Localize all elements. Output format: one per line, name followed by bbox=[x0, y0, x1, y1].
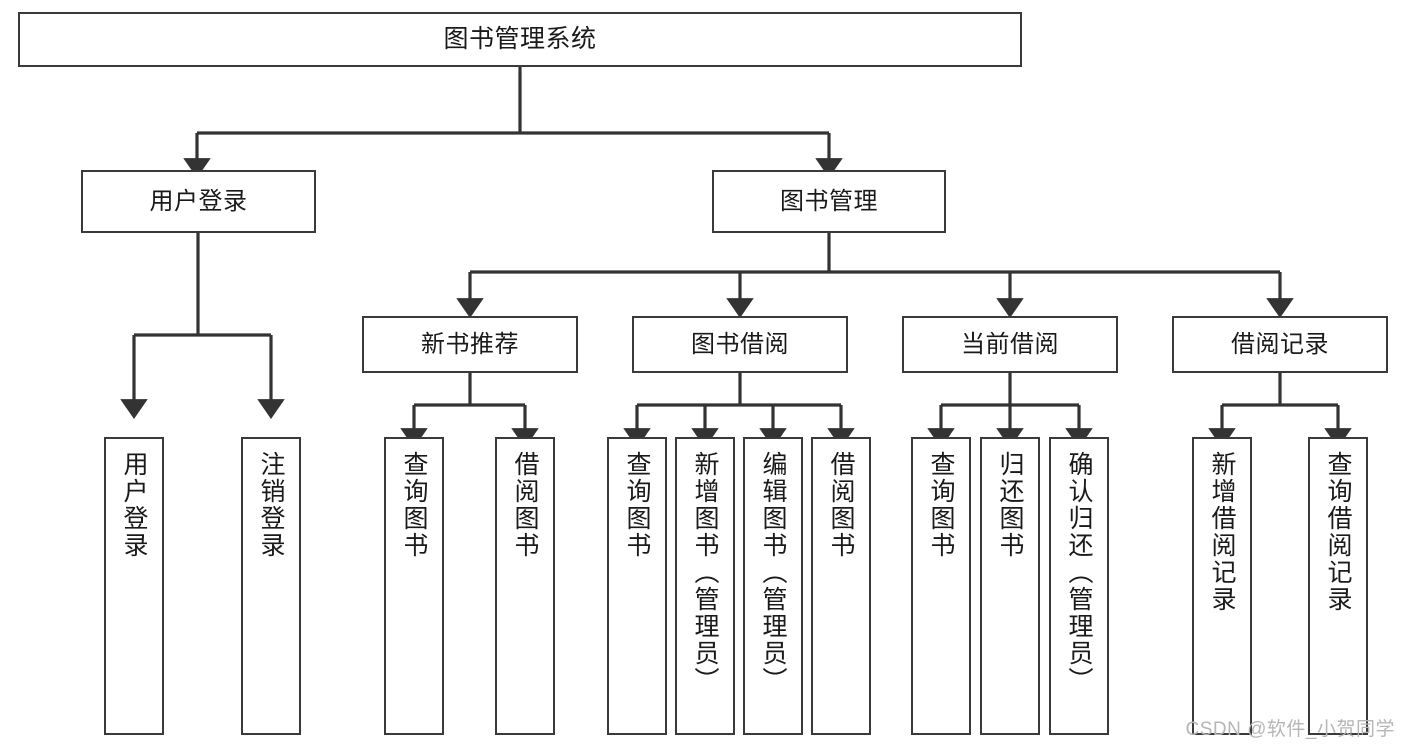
leaf-add-book-admin[interactable]: 新增图书（管理员） bbox=[675, 437, 735, 735]
leaf-add-borrow-record[interactable]: 新增借阅记录 bbox=[1192, 437, 1252, 735]
node-borrow-record[interactable]: 借阅记录 bbox=[1172, 316, 1388, 373]
leaf-query-book-current[interactable]: 查询图书 bbox=[911, 437, 971, 735]
node-label: 查询图书 bbox=[400, 451, 428, 559]
node-label: 图书管理 bbox=[780, 187, 878, 215]
leaf-logout[interactable]: 注销登录 bbox=[241, 437, 301, 735]
connector-borrow-record-to-leaves bbox=[1208, 373, 1352, 448]
node-label: 图书管理系统 bbox=[443, 25, 597, 54]
connector-root-to-level2 bbox=[183, 67, 843, 178]
watermark: CSDN @软件_小贺同学 bbox=[1185, 719, 1395, 740]
node-root-system[interactable]: 图书管理系统 bbox=[18, 12, 1022, 67]
leaf-return-book[interactable]: 归还图书 bbox=[980, 437, 1040, 735]
node-new-book-recommend[interactable]: 新书推荐 bbox=[362, 316, 578, 373]
node-label: 新书推荐 bbox=[421, 330, 519, 358]
node-label: 新增图书（管理员） bbox=[691, 451, 719, 694]
connector-new-book-to-leaves bbox=[400, 373, 539, 448]
leaf-query-book-borrow[interactable]: 查询图书 bbox=[607, 437, 667, 735]
node-label: 查询借阅记录 bbox=[1324, 451, 1352, 613]
node-label: 注销登录 bbox=[257, 451, 285, 559]
node-label: 借阅记录 bbox=[1231, 330, 1329, 358]
node-label: 用户登录 bbox=[149, 187, 248, 215]
connector-book-mgmt-to-level3 bbox=[456, 233, 1294, 318]
leaf-confirm-return-admin[interactable]: 确认归还（管理员） bbox=[1049, 437, 1109, 735]
connector-user-login-to-leaves bbox=[120, 233, 285, 419]
leaf-borrow-book[interactable]: 借阅图书 bbox=[811, 437, 871, 735]
node-label: 查询图书 bbox=[623, 451, 651, 559]
node-label: 借阅图书 bbox=[511, 451, 539, 559]
node-label: 编辑图书（管理员） bbox=[759, 451, 787, 694]
node-label: 当前借阅 bbox=[961, 330, 1059, 358]
leaf-query-borrow-record[interactable]: 查询借阅记录 bbox=[1308, 437, 1368, 735]
node-book-management[interactable]: 图书管理 bbox=[712, 170, 946, 233]
node-label: 图书借阅 bbox=[691, 330, 789, 358]
node-label: 新增借阅记录 bbox=[1208, 451, 1236, 613]
leaf-borrow-book-recommend[interactable]: 借阅图书 bbox=[495, 437, 555, 735]
node-label: 借阅图书 bbox=[827, 451, 855, 559]
connector-current-borrow-to-leaves bbox=[927, 373, 1093, 448]
leaf-query-book-recommend[interactable]: 查询图书 bbox=[384, 437, 444, 735]
node-label: 确认归还（管理员） bbox=[1065, 451, 1093, 694]
node-current-borrow[interactable]: 当前借阅 bbox=[902, 316, 1118, 373]
leaf-user-login[interactable]: 用户登录 bbox=[104, 437, 164, 735]
node-user-login[interactable]: 用户登录 bbox=[81, 170, 316, 233]
node-label: 查询图书 bbox=[927, 451, 955, 559]
node-label: 归还图书 bbox=[996, 451, 1024, 559]
leaf-edit-book-admin[interactable]: 编辑图书（管理员） bbox=[743, 437, 803, 735]
node-label: 用户登录 bbox=[120, 451, 148, 559]
connector-book-borrow-to-leaves bbox=[623, 373, 855, 448]
node-book-borrow[interactable]: 图书借阅 bbox=[632, 316, 848, 373]
